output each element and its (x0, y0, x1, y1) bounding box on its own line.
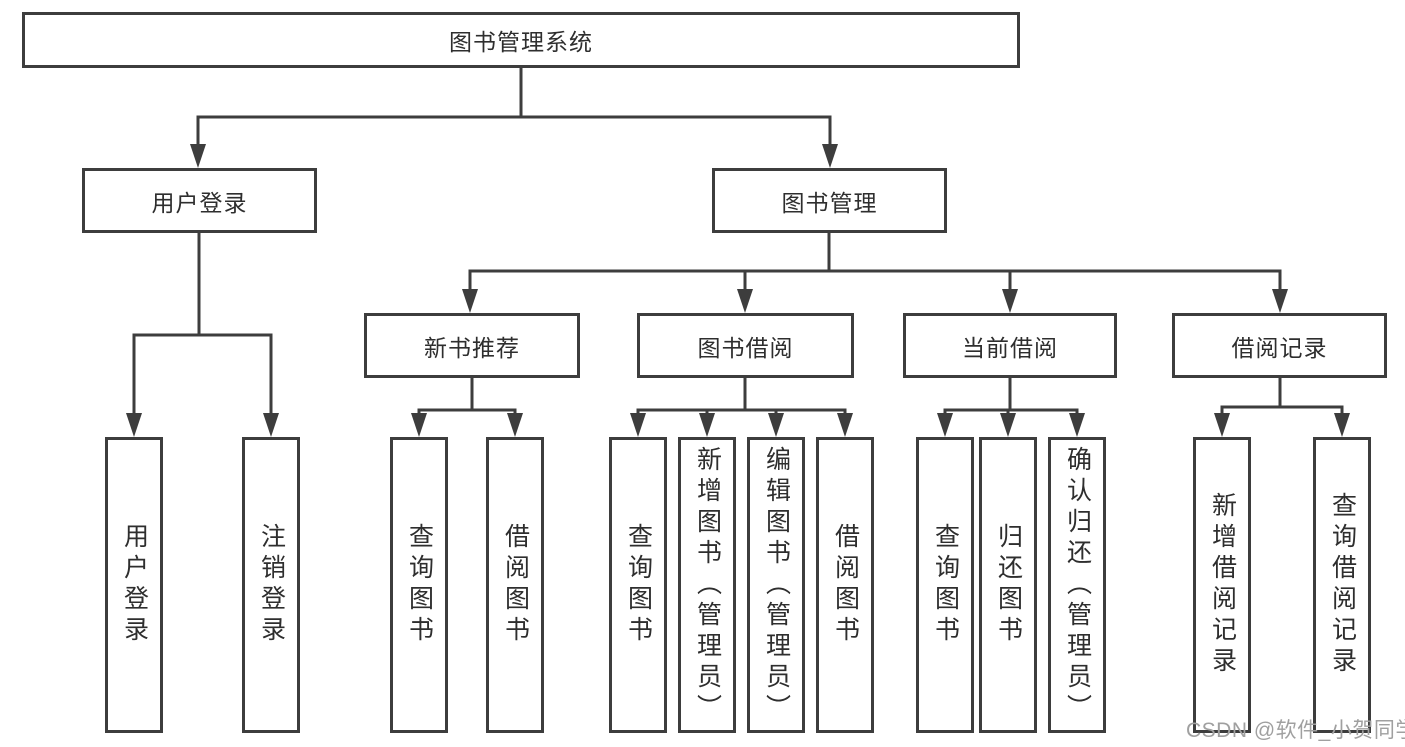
leaf-node-query-books: 查询图书 (609, 437, 667, 733)
arrowhead-icon (190, 144, 206, 168)
branch-node-user-login: 用户登录 (82, 168, 317, 233)
arrowhead-icon (126, 413, 142, 437)
arrowheads (126, 144, 1350, 437)
arrowhead-icon (1002, 289, 1018, 313)
arrowhead-icon (630, 413, 646, 437)
leaf-node-logout: 注销登录 (242, 437, 300, 733)
leaf-node-user-login: 用户登录 (105, 437, 163, 733)
leaf-node-borrow-books: 借阅图书 (816, 437, 874, 733)
section-node-current-borrowing: 当前借阅 (903, 313, 1117, 378)
leaf-node-query-books: 查询图书 (916, 437, 974, 733)
root-node-system: 图书管理系统 (22, 12, 1020, 68)
branch-node-book-management: 图书管理 (712, 168, 947, 233)
leaf-node-add-borrow-record: 新增借阅记录 (1193, 437, 1251, 733)
arrowhead-icon (263, 413, 279, 437)
arrowhead-icon (1069, 413, 1085, 437)
section-node-book-borrowing: 图书借阅 (637, 313, 854, 378)
leaf-node-add-books-admin: 新增图书（管理员） (678, 437, 736, 733)
arrowhead-icon (937, 413, 953, 437)
arrowhead-icon (507, 413, 523, 437)
leaf-node-edit-books-admin: 编辑图书（管理员） (747, 437, 805, 733)
section-node-borrowing-records: 借阅记录 (1172, 313, 1387, 378)
leaf-node-query-borrow-record: 查询借阅记录 (1313, 437, 1371, 733)
leaf-node-return-books: 归还图书 (979, 437, 1037, 733)
arrowhead-icon (411, 413, 427, 437)
arrowhead-icon (699, 413, 715, 437)
arrowhead-icon (837, 413, 853, 437)
arrowhead-icon (1214, 413, 1230, 437)
leaf-node-borrow-books: 借阅图书 (486, 437, 544, 733)
arrowhead-icon (737, 289, 753, 313)
leaf-node-query-books: 查询图书 (390, 437, 448, 733)
csdn-watermark: CSDN @软件_小贺同学 (1186, 719, 1405, 742)
arrowhead-icon (822, 144, 838, 168)
arrowhead-icon (462, 289, 478, 313)
arrowhead-icon (768, 413, 784, 437)
section-node-new-book-recommendation: 新书推荐 (364, 313, 580, 378)
arrowhead-icon (1272, 289, 1288, 313)
arrowhead-icon (1000, 413, 1016, 437)
leaf-node-confirm-return-admin: 确认归还（管理员） (1048, 437, 1106, 733)
arrowhead-icon (1334, 413, 1350, 437)
